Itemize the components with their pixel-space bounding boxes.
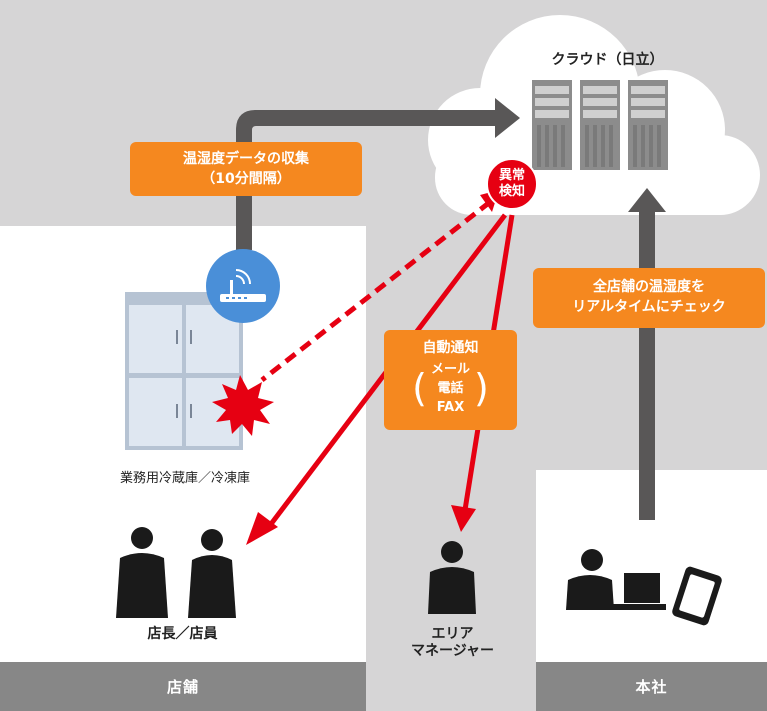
anomaly-badge: 異常 検知 [486,158,538,210]
notify-item-mail: メール [430,361,470,377]
paren-left: ( [412,366,427,410]
notify-item-phone: 電話 [437,380,464,396]
manager-line2: マネージャー [410,643,495,659]
collect-line2: （10分間隔） [201,171,291,187]
paren-right: ) [474,366,489,410]
notify-list: メール 電話 FAX [431,360,470,417]
anomaly-line2: 検知 [498,184,525,199]
notify-items: ( メール 電話 FAX ) [384,358,517,418]
check-line2: リアルタイムにチェック [572,299,726,315]
tablet-icon [672,566,722,626]
hq-worker-icon [566,549,666,610]
notify-box: 自動通知 ( メール 電話 FAX ) [384,330,517,430]
store-footer: 店舗 [0,662,366,711]
manager-label: エリア マネージャー [380,626,525,660]
server-racks [532,80,668,170]
notify-title: 自動通知 [422,340,479,356]
notify-item-fax: FAX [436,399,465,415]
collect-line1: 温湿度データの収集 [183,151,309,167]
cloud-label: クラウド（日立） [551,52,664,68]
check-box: 全店舗の温湿度を リアルタイムにチェック [533,268,765,328]
fridge-icon [125,292,243,450]
staff-label: 店長／店員 [147,626,218,642]
staff-icon [116,527,236,618]
hq-footer: 本社 [536,662,767,711]
collect-arrow [236,98,520,250]
area-manager-icon [428,541,476,614]
check-line1: 全店舗の温湿度を [593,279,705,295]
manager-line1: エリア [431,626,474,642]
alarm-burst-icon [212,375,274,436]
collect-box: 温湿度データの収集 （10分間隔） [130,142,362,196]
anomaly-line1: 異常 [498,168,525,183]
check-arrow [628,188,666,520]
fridge-label: 業務用冷蔵庫／冷凍庫 [119,471,250,486]
router-icon [206,249,280,323]
